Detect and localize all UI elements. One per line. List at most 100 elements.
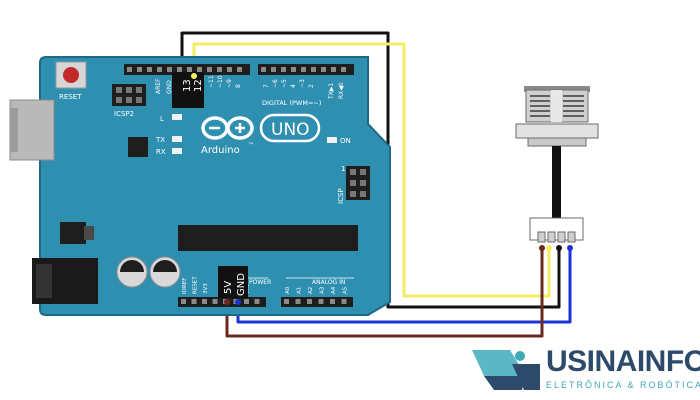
analog-pin-label: A3: [320, 286, 326, 294]
power-5v-label: 5V: [223, 281, 234, 294]
analog-pin-label: A2: [308, 287, 314, 294]
header-pin: [331, 67, 336, 72]
header-pin: [187, 67, 192, 72]
pin6-label: ~6: [272, 79, 279, 88]
header-pin: [311, 67, 316, 72]
header-pin: [127, 67, 132, 72]
capacitor: [149, 256, 181, 288]
reset-button-cap[interactable]: [63, 67, 79, 83]
capacitor: [116, 256, 148, 288]
icsp-pin1-label: 1: [341, 165, 345, 173]
aref-label: AREF: [155, 78, 162, 94]
header-pin: [318, 299, 324, 304]
sensor-flange: [515, 123, 599, 139]
header-pin: [244, 299, 249, 304]
header-pin: [202, 299, 207, 304]
icsp-header: [346, 166, 370, 200]
header-pin: [321, 67, 326, 72]
l-led: [172, 114, 182, 120]
header-pin: [212, 299, 218, 304]
rx-led-label: RX: [156, 148, 166, 156]
uno-label: UNO: [271, 120, 310, 140]
power-pin-label: IOREF: [182, 278, 188, 294]
pin8-label: 8: [235, 84, 242, 88]
pin12-label: 12: [193, 79, 204, 92]
pin5-label: ~5: [281, 79, 288, 88]
digital-label: DIGITAL (PWM=~): [262, 99, 321, 107]
header-pin: [167, 67, 172, 72]
power-pin-label: RESET: [193, 276, 199, 294]
l-led-label: L: [160, 115, 164, 123]
header-pin: [197, 67, 202, 72]
usinainfo-logo: USINAINFO ELETRÔNICA & ROBÓTICA: [470, 346, 700, 396]
header-pin: [295, 299, 301, 304]
pin11-label: ~11: [208, 75, 215, 88]
header-pin: [341, 299, 347, 304]
icsp2-header: [112, 84, 146, 106]
header-pin: [330, 299, 335, 304]
analog-pin-label: A4: [331, 286, 337, 294]
icsp2-label: ICSP2: [114, 110, 134, 118]
digital-connector: [172, 72, 204, 108]
tx1-label: TX▶1: [328, 83, 335, 100]
microcontroller-chip: [178, 225, 358, 251]
header-pin: [341, 67, 346, 72]
brown-wire: [225, 248, 544, 338]
header-pin: [307, 299, 312, 304]
header-pin: [271, 67, 276, 72]
brand-name: USINAINFO: [546, 345, 700, 378]
power-gnd-label: GND: [236, 273, 247, 296]
power-pin-label: 3V3: [203, 283, 209, 294]
tx-led: [172, 136, 182, 142]
analog-pin-labels: A0 A1 A2 A3 A4 A5: [285, 286, 349, 294]
header-pin: [237, 67, 242, 72]
pin10-label: ~10: [217, 75, 224, 88]
analog-pin-label: A5: [343, 286, 349, 294]
arduino-label: Arduino: [201, 145, 240, 156]
header-pin: [291, 67, 296, 72]
uno-badge: [259, 113, 321, 143]
power-header: [178, 297, 266, 307]
header-pin: [261, 67, 266, 72]
on-led: [327, 137, 337, 143]
gnd-label: GND: [166, 80, 173, 94]
ultrasonic-flow-sensor: [515, 86, 599, 251]
header-pin: [217, 67, 222, 72]
header-pin: [157, 67, 162, 72]
rx0-label: RX◀0: [338, 82, 345, 99]
analog-header: [281, 297, 353, 307]
header-pin: [207, 67, 212, 72]
header-pin: [181, 299, 186, 304]
reset-label: RESET: [59, 93, 82, 101]
power-label: POWER: [249, 279, 271, 286]
pin7-label: 7: [263, 84, 270, 88]
header-pin: [254, 299, 260, 304]
arduino-board: RESET ICSP2 13 12 AREF GND ~11 ~10 ~9 8 …: [9, 56, 391, 316]
usb-chip: [128, 137, 148, 157]
usinainfo-logo-icon: [472, 350, 540, 390]
header-pin: [301, 67, 306, 72]
trademark-label: ™: [248, 142, 254, 149]
sensor-cable: [552, 146, 561, 218]
header-pin: [191, 299, 197, 304]
rx-led: [172, 148, 182, 154]
pin9-label: ~9: [226, 79, 233, 88]
header-pin: [177, 67, 182, 72]
pin3-label: ~3: [299, 79, 306, 88]
yellow-wire: [192, 42, 551, 298]
analog-pin-label: A1: [297, 287, 303, 294]
digital-header-pins: [127, 67, 346, 72]
on-led-label: ON: [340, 137, 351, 145]
header-pin: [227, 67, 232, 72]
pin2-label: 2: [308, 84, 315, 88]
voltage-regulator: [60, 222, 86, 244]
pin4-label: 4: [290, 84, 297, 88]
pin13-label: 13: [182, 79, 193, 92]
icsp-label: ICSP: [337, 188, 345, 204]
header-pin: [147, 67, 152, 72]
analog-label: ANALOG IN: [312, 279, 345, 286]
analog-pin-label: A0: [285, 286, 291, 294]
power-connector: [218, 266, 248, 298]
arduino-logo-icon: [201, 116, 254, 140]
